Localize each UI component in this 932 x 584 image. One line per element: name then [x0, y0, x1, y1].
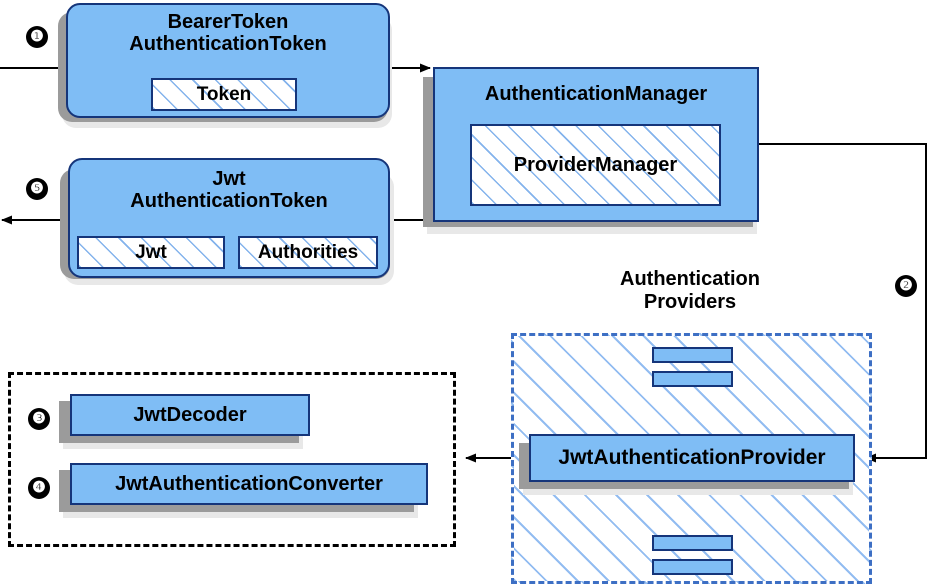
provider-stack-bar-top-1 [652, 347, 733, 363]
node-jwt-authentication-converter[interactable]: JwtAuthenticationConverter [70, 463, 428, 505]
subbox-provider-manager: ProviderManager [470, 124, 721, 206]
node-jwt-authentication-provider-title: JwtAuthenticationProvider [558, 446, 826, 470]
node-jwt-decoder[interactable]: JwtDecoder [70, 394, 310, 436]
step-marker-5: ❺ [26, 178, 48, 200]
provider-stack-bar-bottom-2 [652, 559, 733, 575]
authentication-providers-caption: Authentication Providers [620, 268, 760, 313]
node-authentication-manager-title: AuthenticationManager [484, 83, 708, 105]
node-bearer-token-title: BearerToken AuthenticationToken [129, 11, 327, 56]
node-jwt-authentication-converter-title: JwtAuthenticationConverter [115, 472, 383, 495]
subbox-token: Token [151, 78, 297, 111]
subbox-jwt-label: Jwt [135, 241, 167, 263]
provider-stack-bar-bottom-1 [652, 535, 733, 551]
group-jwt-support [8, 372, 456, 547]
step-marker-2: ❷ [895, 275, 917, 297]
node-bearer-token-authentication-token[interactable]: BearerToken AuthenticationToken [66, 3, 390, 118]
subbox-authorities: Authorities [238, 236, 378, 269]
step-marker-4: ❹ [28, 477, 50, 499]
node-jwt-token-title: Jwt AuthenticationToken [130, 168, 328, 213]
step-marker-3: ❸ [28, 408, 50, 430]
step-marker-1: ❶ [26, 26, 48, 48]
subbox-provider-manager-label: ProviderManager [513, 153, 678, 176]
node-jwt-authentication-provider[interactable]: JwtAuthenticationProvider [529, 434, 855, 482]
provider-stack-bar-top-2 [652, 371, 733, 387]
subbox-token-label: Token [196, 83, 252, 105]
node-jwt-decoder-title: JwtDecoder [133, 403, 247, 426]
subbox-authorities-label: Authorities [257, 241, 359, 263]
subbox-jwt: Jwt [77, 236, 225, 269]
